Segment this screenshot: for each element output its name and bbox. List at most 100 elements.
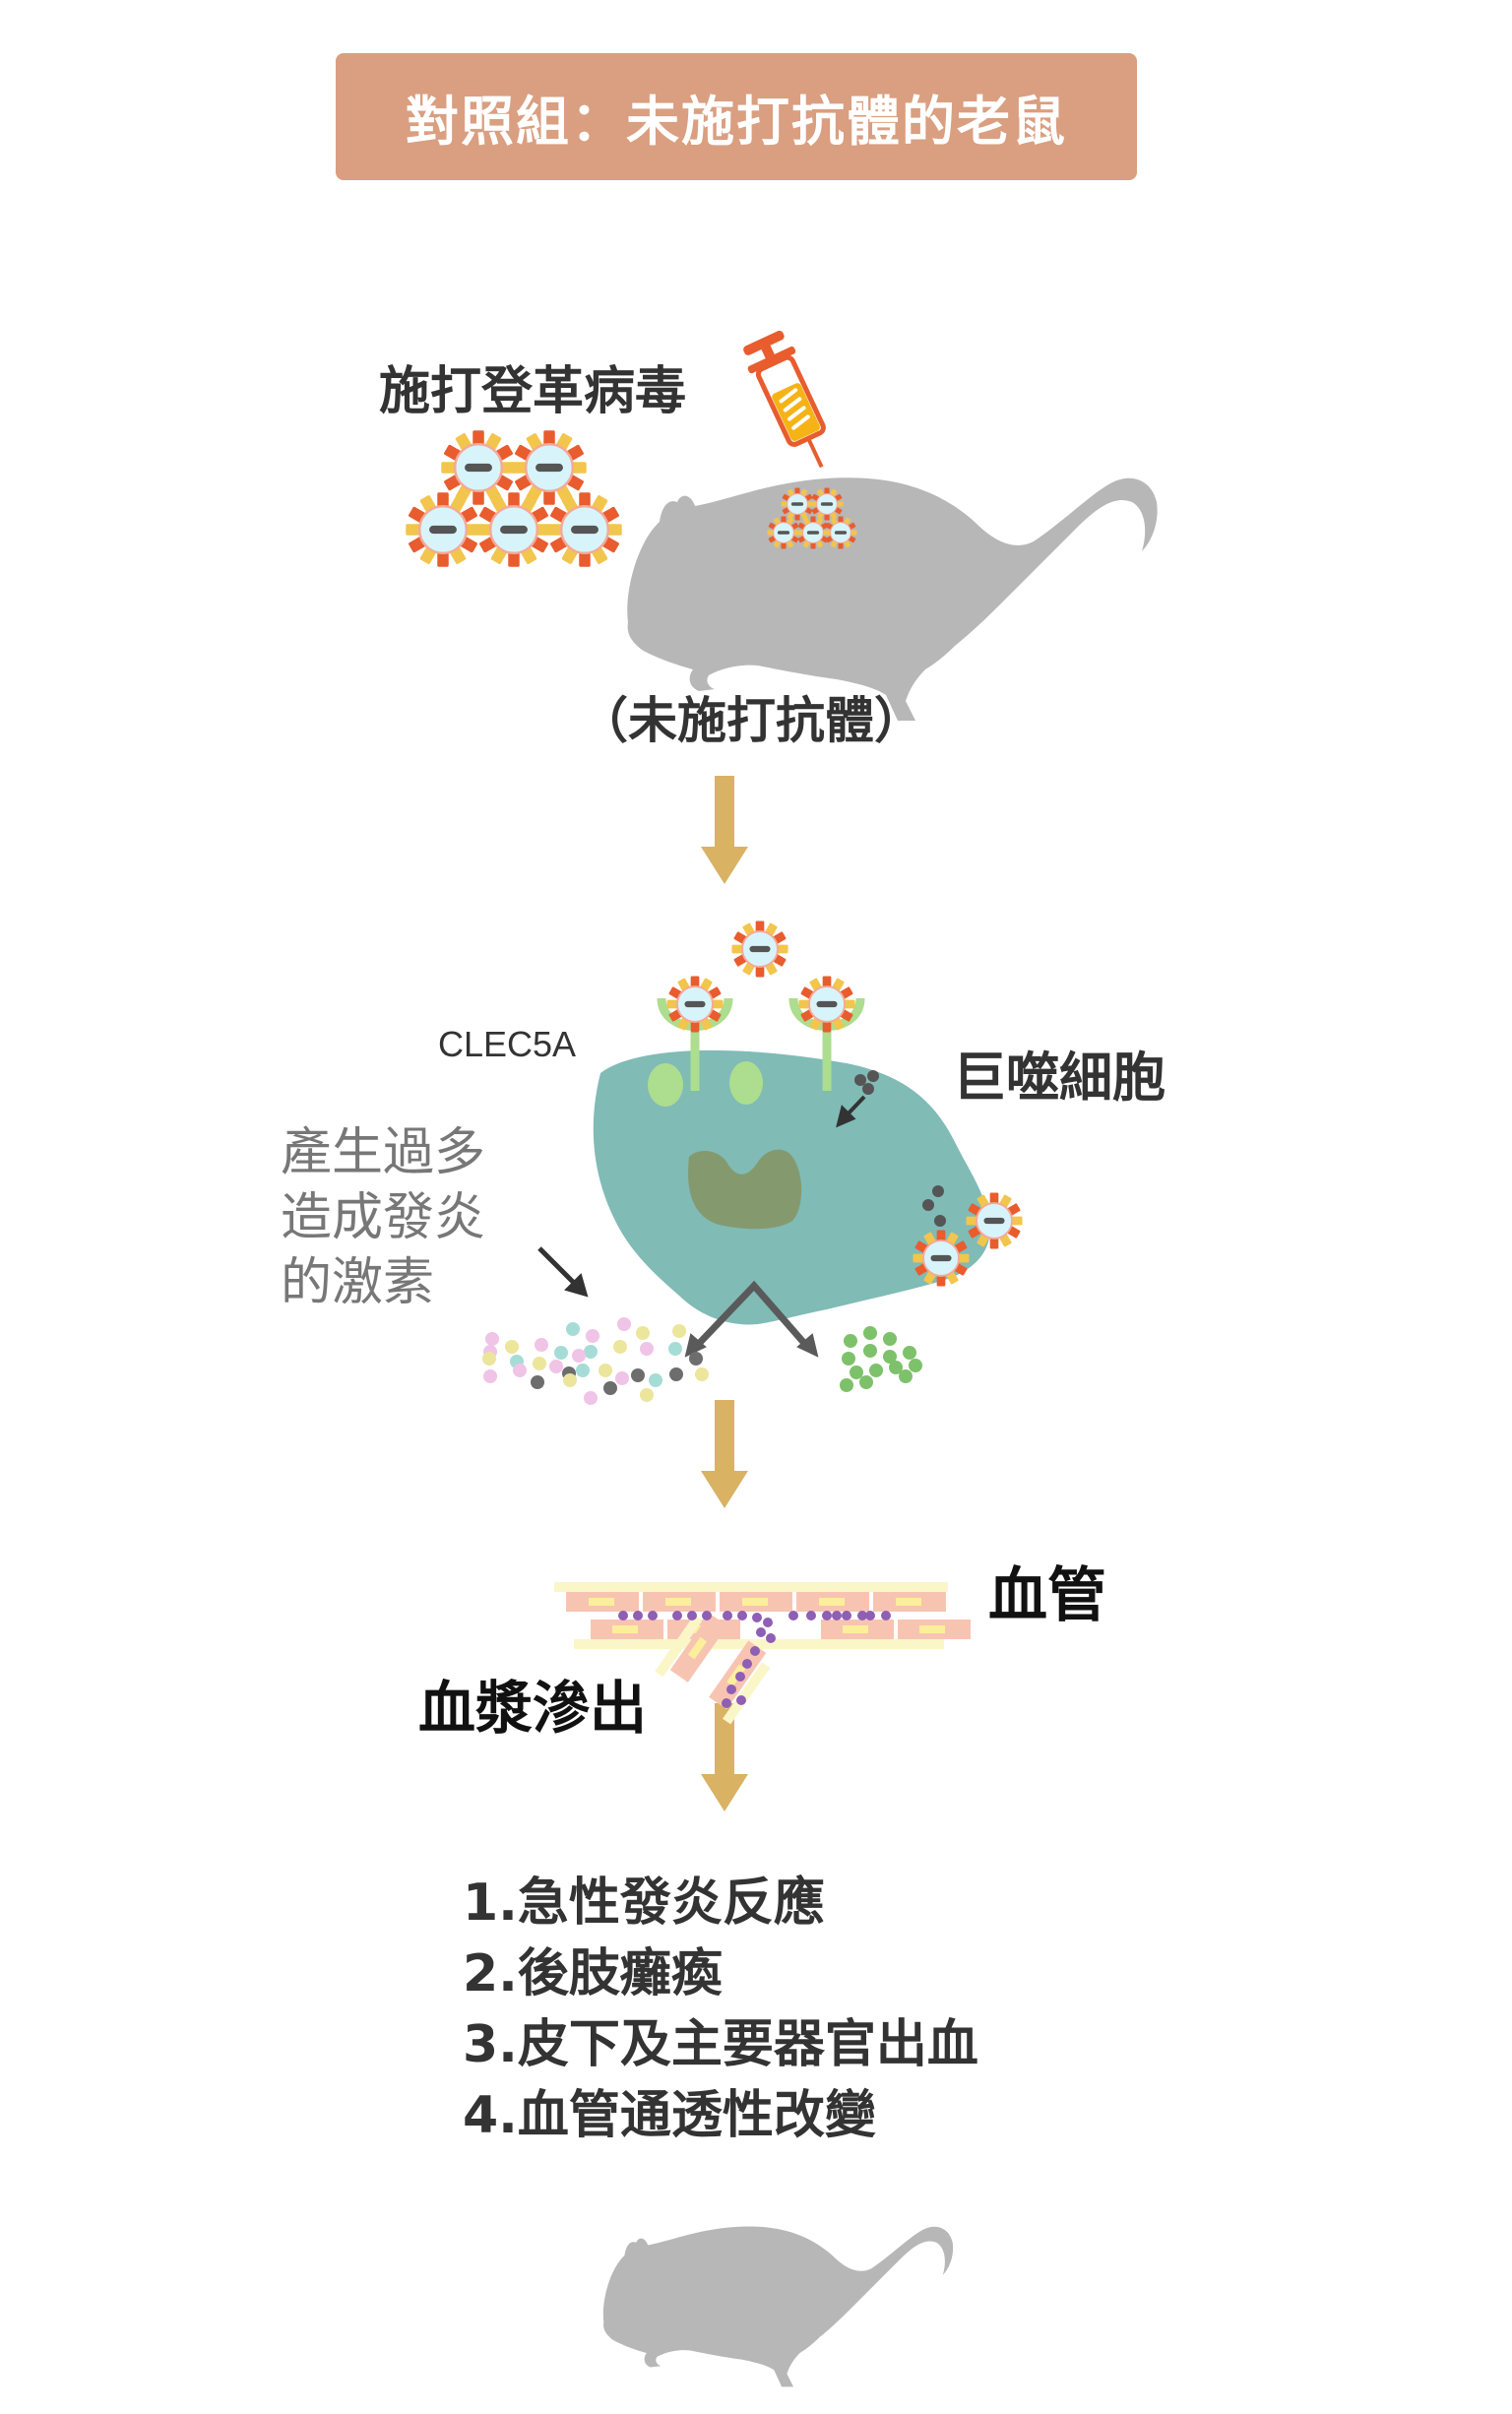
green-dot xyxy=(899,1369,913,1383)
plasma-dot xyxy=(857,1611,867,1620)
green-dot xyxy=(909,1359,922,1372)
macrophage-cell xyxy=(593,1049,990,1325)
uptake-arrow xyxy=(836,1095,866,1128)
green-dot xyxy=(883,1332,897,1346)
green-dot xyxy=(863,1344,877,1358)
cytokine-dot xyxy=(689,1352,703,1366)
title-banner: 對照組：未施打抗體的老鼠 xyxy=(336,53,1137,180)
outcome-list: 1.急性發炎反應 2.後肢癱瘓 3.皮下及主要器官出血 4.血管通透性改變 xyxy=(463,1861,978,2145)
plasma-dot xyxy=(842,1611,851,1620)
dengue-virus-icon xyxy=(406,492,480,567)
green-dot xyxy=(869,1364,883,1377)
green-dot xyxy=(844,1334,857,1348)
cytokine-dot xyxy=(549,1360,563,1373)
syringe-icon xyxy=(743,330,826,469)
plasma-dot xyxy=(832,1611,842,1620)
cytokine-dot xyxy=(566,1322,580,1336)
green-dot xyxy=(850,1366,863,1379)
clec5a-label: CLEC5A xyxy=(438,1024,577,1064)
dengue-virus-icon xyxy=(824,516,857,549)
green-dots xyxy=(840,1326,922,1392)
vesicle xyxy=(648,1063,683,1107)
virus-cluster xyxy=(406,430,622,567)
plasma-dot xyxy=(822,1611,832,1620)
cytokine-dot xyxy=(535,1338,548,1352)
title-text: 對照組：未施打抗體的老鼠 xyxy=(406,91,1067,153)
pointer-arrow xyxy=(537,1246,589,1298)
cytokine-dot xyxy=(563,1373,577,1387)
dengue-virus-icon xyxy=(547,492,622,567)
cytokine-description-line: 的激素 xyxy=(281,1253,435,1312)
cytokine-dot xyxy=(482,1352,496,1366)
outcome-item: 3.皮下及主要器官出血 xyxy=(463,2015,978,2074)
cytokine-description-line: 產生過多 xyxy=(281,1123,486,1182)
green-dot xyxy=(863,1326,877,1340)
plasma-dot xyxy=(618,1611,628,1620)
cytokine-dot xyxy=(631,1368,645,1382)
cell-nucleus xyxy=(819,1598,845,1606)
cytokine-dot xyxy=(669,1367,683,1381)
particle-group xyxy=(854,1070,946,1227)
cytokine-dot xyxy=(636,1326,650,1340)
dengue-virus-icon xyxy=(796,516,830,549)
plasma-dot xyxy=(756,1627,766,1637)
plasma-dot xyxy=(723,1611,732,1620)
outcome-item: 2.後肢癱瘓 xyxy=(463,1944,723,2003)
plasma-dot xyxy=(752,1613,762,1622)
plasma-dot xyxy=(633,1611,643,1620)
plasma-dot xyxy=(766,1633,776,1643)
cytokine-dot xyxy=(640,1342,654,1356)
green-dot xyxy=(842,1352,855,1366)
green-dot xyxy=(840,1378,853,1392)
dengue-virus-icon xyxy=(810,487,844,521)
cell-nucleus xyxy=(843,1625,868,1633)
cytokine-dot xyxy=(649,1373,662,1387)
cytokine-dot xyxy=(598,1364,612,1377)
cytokine-dot xyxy=(531,1375,544,1389)
cytokine-dot xyxy=(554,1346,568,1360)
cytokine-dot xyxy=(668,1342,682,1356)
cytokine-dot xyxy=(615,1371,629,1385)
cell-nucleus xyxy=(612,1625,638,1633)
plasma-dot xyxy=(672,1611,682,1620)
inject-virus-label: 施打登革病毒 xyxy=(379,362,687,421)
cell-nucleus xyxy=(665,1598,691,1606)
cytokine-dot xyxy=(603,1381,617,1395)
macrophage-label: 巨噬細胞 xyxy=(953,1047,1166,1109)
release-arrows xyxy=(684,1280,819,1358)
dengue-virus-icon xyxy=(476,492,551,567)
plasma-dot xyxy=(702,1611,712,1620)
plasma-dot xyxy=(865,1611,875,1620)
dengue-virus-icon xyxy=(781,487,814,521)
cytokine-description-line: 造成發炎 xyxy=(281,1188,486,1247)
cytokine-dot xyxy=(584,1391,598,1405)
cytokine-dot xyxy=(584,1345,598,1359)
cell-nucleus xyxy=(742,1598,768,1606)
cell-nucleus xyxy=(896,1598,921,1606)
cytokine-dot xyxy=(586,1329,599,1343)
dengue-virus-icon xyxy=(913,1230,970,1287)
plasma-dot xyxy=(722,1698,731,1708)
vesicle xyxy=(729,1061,763,1105)
cytokine-dot xyxy=(533,1357,546,1370)
dengue-virus-icon xyxy=(966,1192,1023,1249)
plasma-dot xyxy=(737,1611,747,1620)
outcome-item: 4.血管通透性改變 xyxy=(463,2086,876,2145)
outcome-item: 1.急性發炎反應 xyxy=(463,1874,825,1933)
cytokine-dot xyxy=(483,1369,497,1383)
plasma-dot xyxy=(788,1611,798,1620)
dengue-virus-icon xyxy=(666,976,724,1033)
plasma-dot xyxy=(726,1684,736,1694)
green-dot xyxy=(889,1361,903,1374)
arrow-down-icon xyxy=(701,1400,748,1508)
dengue-virus-icon xyxy=(441,430,516,505)
mouse-silhouette-icon xyxy=(602,2226,954,2387)
cytokine-dot xyxy=(640,1388,654,1402)
plasma-dot xyxy=(648,1611,658,1620)
mouse-silhouette-icon xyxy=(627,477,1158,721)
green-dot xyxy=(883,1350,897,1364)
plasma-dot xyxy=(750,1646,760,1656)
dengue-virus-icon xyxy=(798,976,855,1033)
bound-viruses xyxy=(666,921,1023,1287)
